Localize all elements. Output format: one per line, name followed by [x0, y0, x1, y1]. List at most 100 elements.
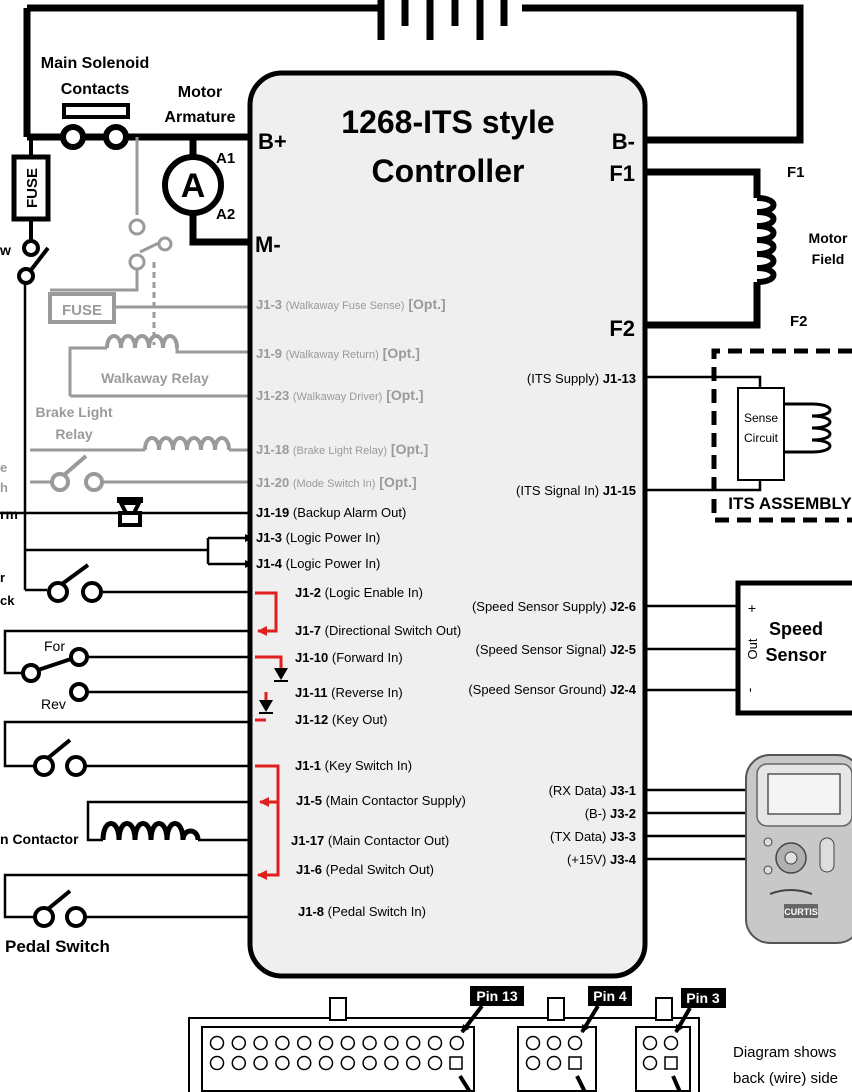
brake-light-label-1: Brake Light — [35, 404, 112, 420]
left-pin-10: J1-10 (Forward In) — [295, 650, 403, 665]
motor-armature-label-1: Motor — [178, 84, 222, 101]
motor-armature-label-2: Armature — [164, 109, 235, 126]
cut-label-e: e — [0, 460, 7, 475]
connector-pin-9 — [405, 1035, 421, 1051]
terminal-bplus: B+ — [258, 129, 287, 154]
connector-pin-23 — [449, 1056, 463, 1070]
connector-pin-18 — [340, 1055, 356, 1071]
connector-pin-5 — [318, 1035, 334, 1051]
handheld-programmer — [745, 754, 852, 944]
pin13-callout: Pin 13 — [476, 988, 517, 1004]
right-pin-0: (ITS Supply) J1-13 — [527, 371, 636, 386]
direction-switch — [21, 647, 89, 702]
left-pin-labels: J1-3 (Walkaway Fuse Sense) [Opt.] J1-9 (W… — [256, 296, 466, 919]
pin3-callout: Pin 3 — [686, 990, 720, 1006]
connector-pin-13 — [231, 1055, 247, 1071]
main-solenoid-label-1: Main Solenoid — [41, 55, 149, 72]
connector-pins — [209, 1035, 679, 1071]
speed-out-label: Out — [745, 638, 760, 659]
walkaway-relay-label: Walkaway Relay — [101, 370, 209, 386]
connector-pin-28 — [546, 1055, 562, 1071]
left-pin-15: J1-17 (Main Contactor Out) — [291, 833, 449, 848]
battery-symbol — [377, 0, 508, 40]
sense-circuit-label-2: Circuit — [744, 431, 779, 445]
connector-pin-20 — [384, 1055, 399, 1071]
its-sensor-coil — [784, 402, 832, 454]
speed-sensor-wiring — [645, 604, 738, 692]
armature-a2-label: A2 — [216, 206, 235, 223]
motor-field-label-1: Motor — [809, 230, 848, 246]
rev-label: Rev — [41, 696, 66, 712]
connector-pin-33 — [664, 1056, 678, 1070]
connector-pin-21 — [405, 1055, 421, 1071]
for-label: For — [44, 638, 65, 654]
left-pin-9: J1-7 (Directional Switch Out) — [295, 623, 461, 638]
fuse-and-left-bus — [11, 137, 51, 590]
motor-armature — [162, 137, 255, 246]
pin-callouts — [458, 986, 726, 1092]
connector-pin-14 — [253, 1055, 268, 1071]
cut-label-ck: ck — [0, 593, 15, 608]
left-pin-11: J1-11 (Reverse In) — [295, 685, 403, 700]
connector-pin-25 — [546, 1035, 562, 1051]
its-assembly-box — [711, 348, 852, 523]
left-pin-17: J1-8 (Pedal Switch In) — [298, 904, 426, 919]
key-switch — [33, 738, 87, 777]
left-pin-12: J1-12 (Key Out) — [295, 712, 388, 727]
left-pin-3: J1-18 (Brake Light Relay) [Opt.] — [256, 441, 428, 457]
left-pin-0: J1-3 (Walkaway Fuse Sense) [Opt.] — [256, 296, 446, 312]
connector-pin-12 — [209, 1055, 225, 1071]
left-pin-1: J1-9 (Walkaway Return) [Opt.] — [256, 345, 420, 361]
terminal-mminus: M- — [255, 232, 281, 257]
pin4-callout: Pin 4 — [593, 988, 627, 1004]
its-wiring — [645, 375, 762, 492]
serial-wiring — [645, 788, 748, 861]
logic-switch — [47, 563, 103, 603]
controller-title-1: 1268-ITS style — [341, 104, 554, 140]
connector-pin-19 — [362, 1055, 377, 1071]
left-pin-6: J1-3 (Logic Power In) — [256, 530, 380, 545]
connector-pin-6 — [340, 1035, 356, 1051]
right-pin-2: (Speed Sensor Supply) J2-6 — [472, 599, 636, 614]
left-circuits — [0, 511, 255, 919]
speed-minus-label: - — [741, 687, 757, 692]
connector-pin-17 — [318, 1055, 334, 1071]
fuse-label: FUSE — [24, 168, 41, 208]
sense-circuit-label-1: Sense — [744, 411, 778, 425]
connector-pin-22 — [427, 1055, 443, 1071]
connector-note-2: back (wire) side — [733, 1070, 838, 1087]
left-pin-7: J1-4 (Logic Power In) — [256, 556, 380, 571]
connector-pin-7 — [362, 1035, 377, 1051]
connector-pin-29 — [568, 1056, 582, 1070]
left-pin-13: J1-1 (Key Switch In) — [295, 758, 412, 773]
diodes — [259, 668, 288, 714]
connector-pin-24 — [525, 1035, 541, 1051]
main-contactor-label: n Contactor — [0, 831, 79, 847]
cut-label-r: r — [0, 570, 5, 585]
cut-label-w: w — [0, 242, 11, 258]
main-solenoid-label-2: Contacts — [61, 81, 130, 98]
connector-pin-27 — [525, 1055, 541, 1071]
motor-field-coil — [756, 195, 777, 285]
speed-sensor-label-2: Sensor — [765, 645, 826, 665]
main-contactor-coil — [100, 821, 201, 841]
its-assembly-label: ITS ASSEMBLY — [728, 494, 852, 513]
connector-pin-1 — [231, 1035, 247, 1051]
connector-pin-32 — [642, 1055, 658, 1071]
speed-sensor-label-1: Speed — [769, 619, 823, 639]
connector-pin-31 — [663, 1035, 679, 1051]
connector-pin-0 — [209, 1035, 225, 1051]
motor-field-label-2: Field — [812, 251, 845, 267]
connector-pin-10 — [427, 1035, 443, 1051]
terminal-f2: F2 — [609, 316, 635, 341]
connector-pin-11 — [449, 1035, 465, 1051]
speed-sensor-box — [735, 580, 852, 716]
left-pin-16: J1-6 (Pedal Switch Out) — [296, 862, 434, 877]
left-pin-2: J1-23 (Walkaway Driver) [Opt.] — [256, 387, 424, 403]
handheld-brand: CURTIS — [784, 907, 818, 917]
connector-pin-15 — [275, 1055, 290, 1071]
connector-note-1: Diagram shows — [733, 1044, 836, 1061]
controller-body — [247, 70, 648, 979]
speed-plus-label: + — [748, 600, 756, 616]
